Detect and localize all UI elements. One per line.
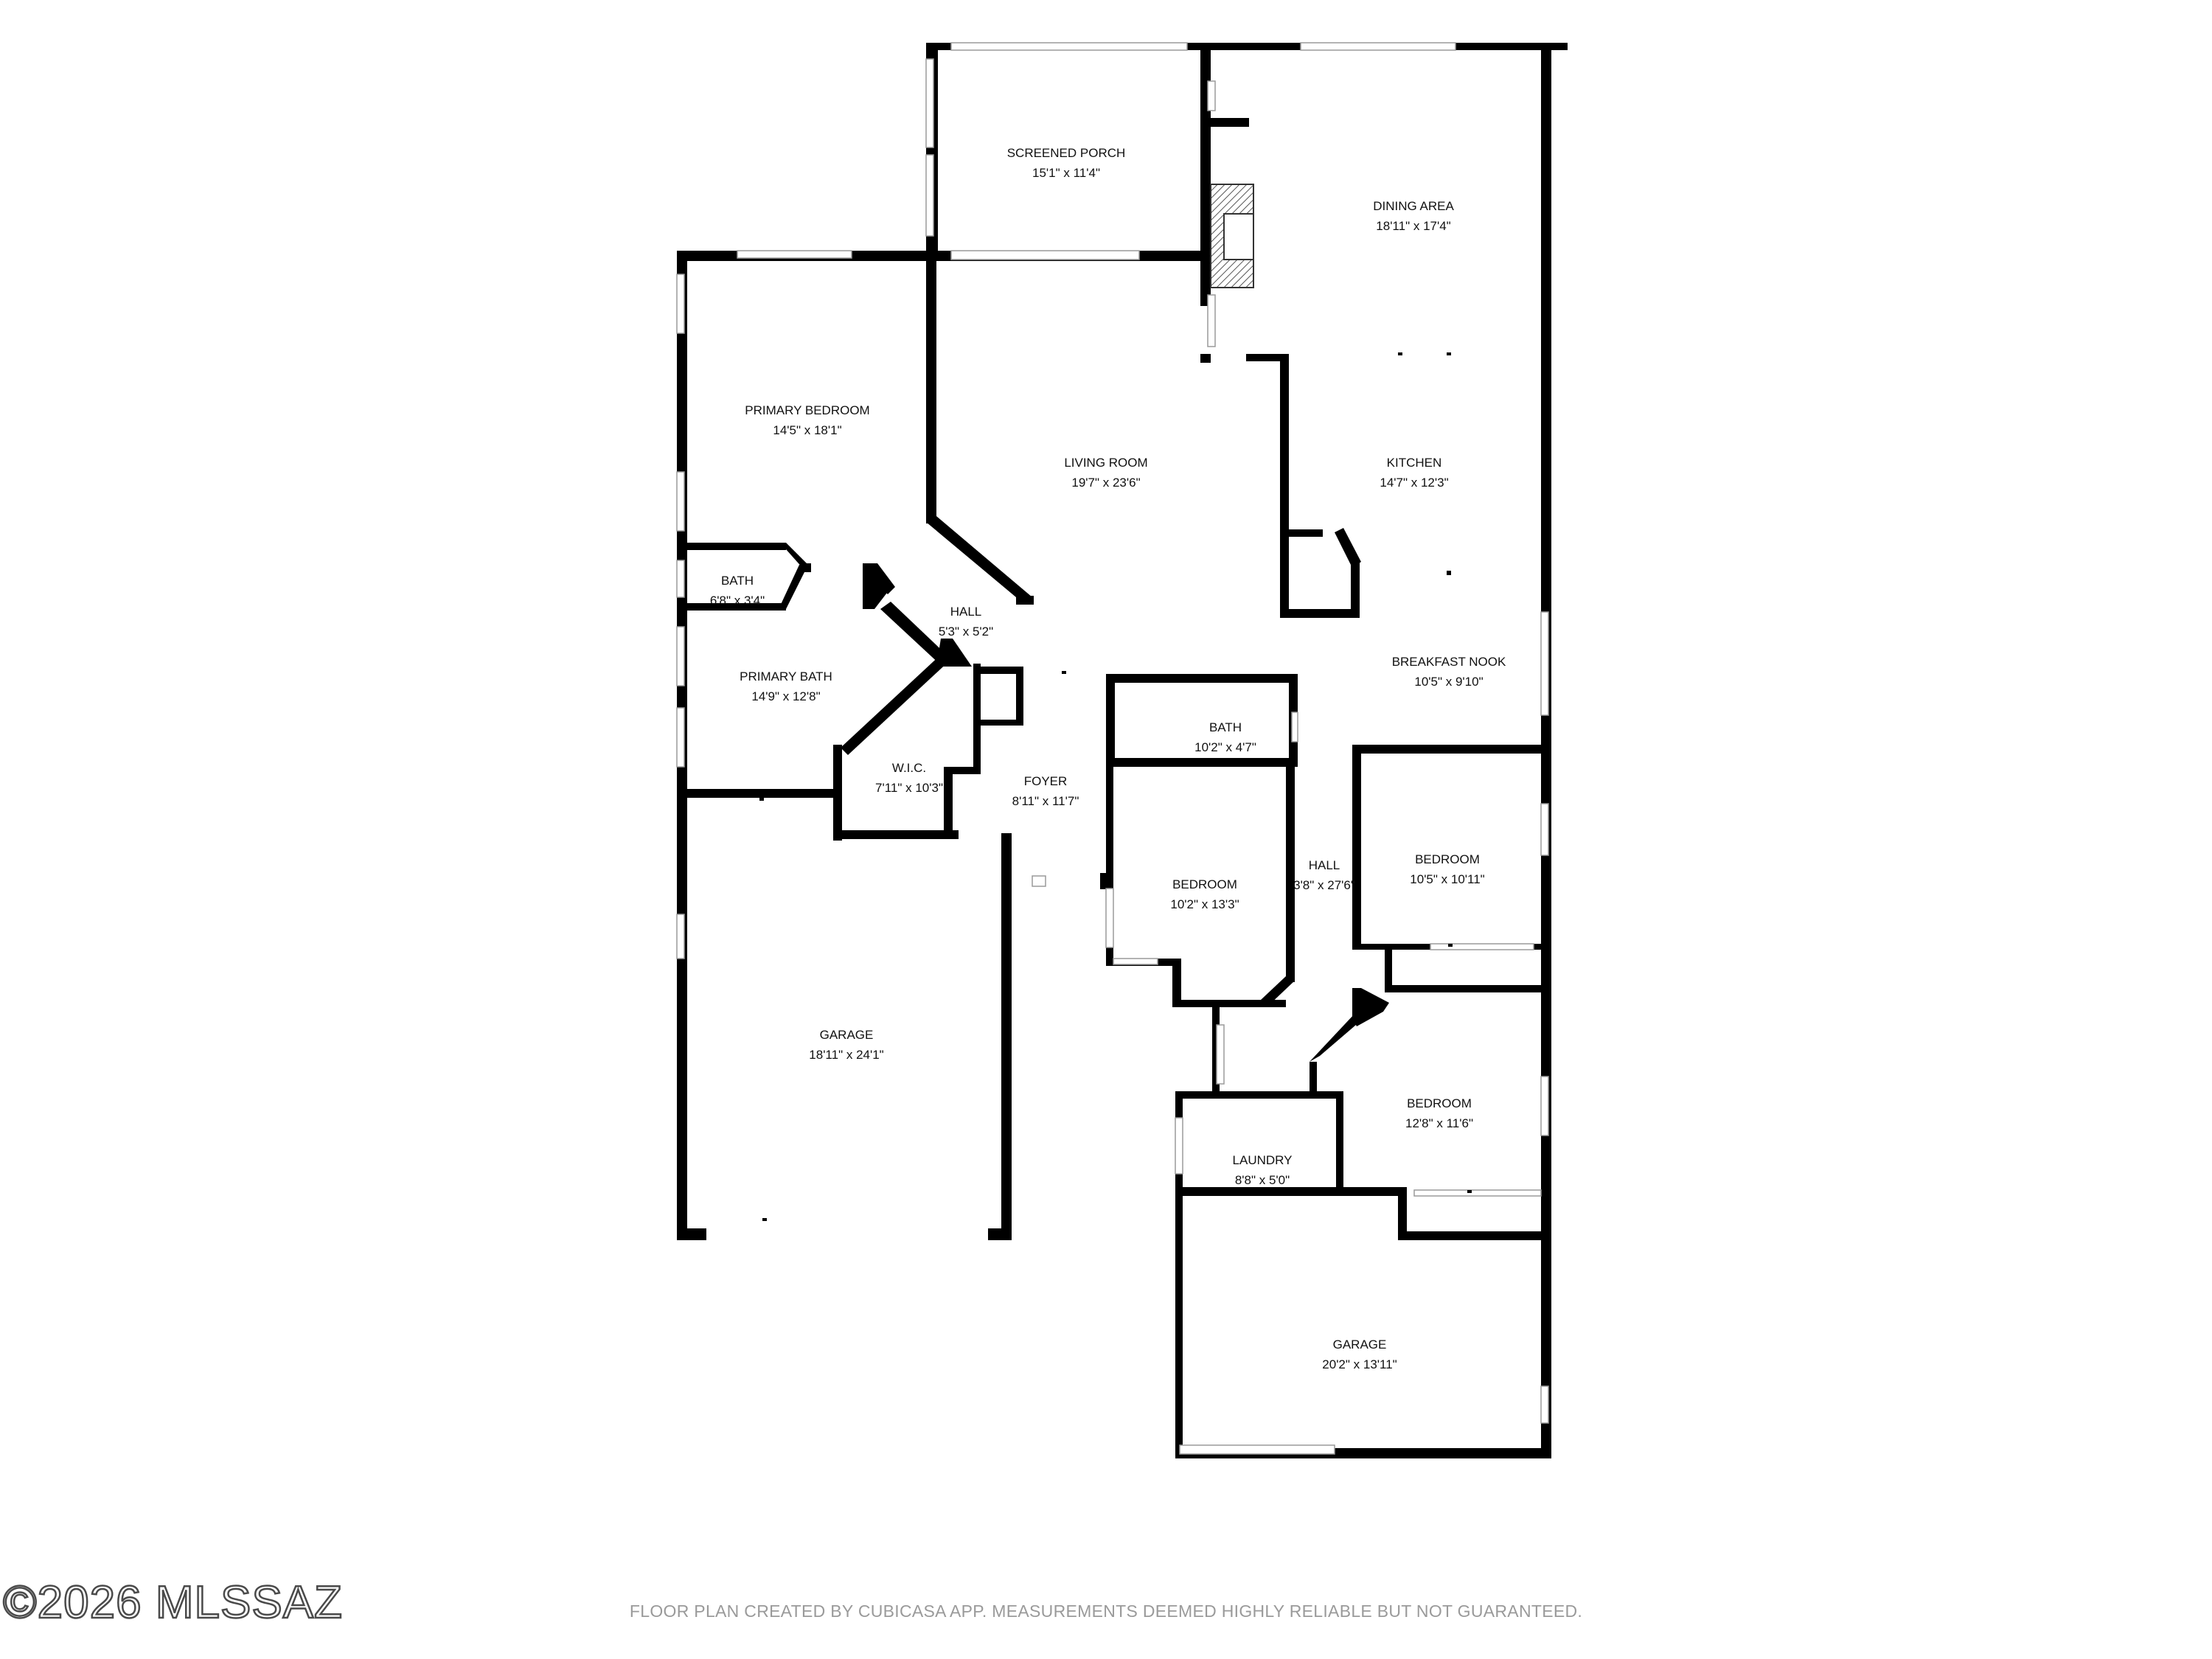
room-label-wic: W.I.C.7'11" x 10'3" (875, 761, 943, 795)
dimension-ticks (759, 352, 1472, 1221)
fireplace (1210, 184, 1254, 288)
windows (676, 42, 1549, 1455)
disclaimer-text: FLOOR PLAN CREATED BY CUBICASA APP. MEAS… (629, 1601, 1583, 1621)
copyright-watermark: ©2026 MLSSAZ (2, 1576, 343, 1630)
